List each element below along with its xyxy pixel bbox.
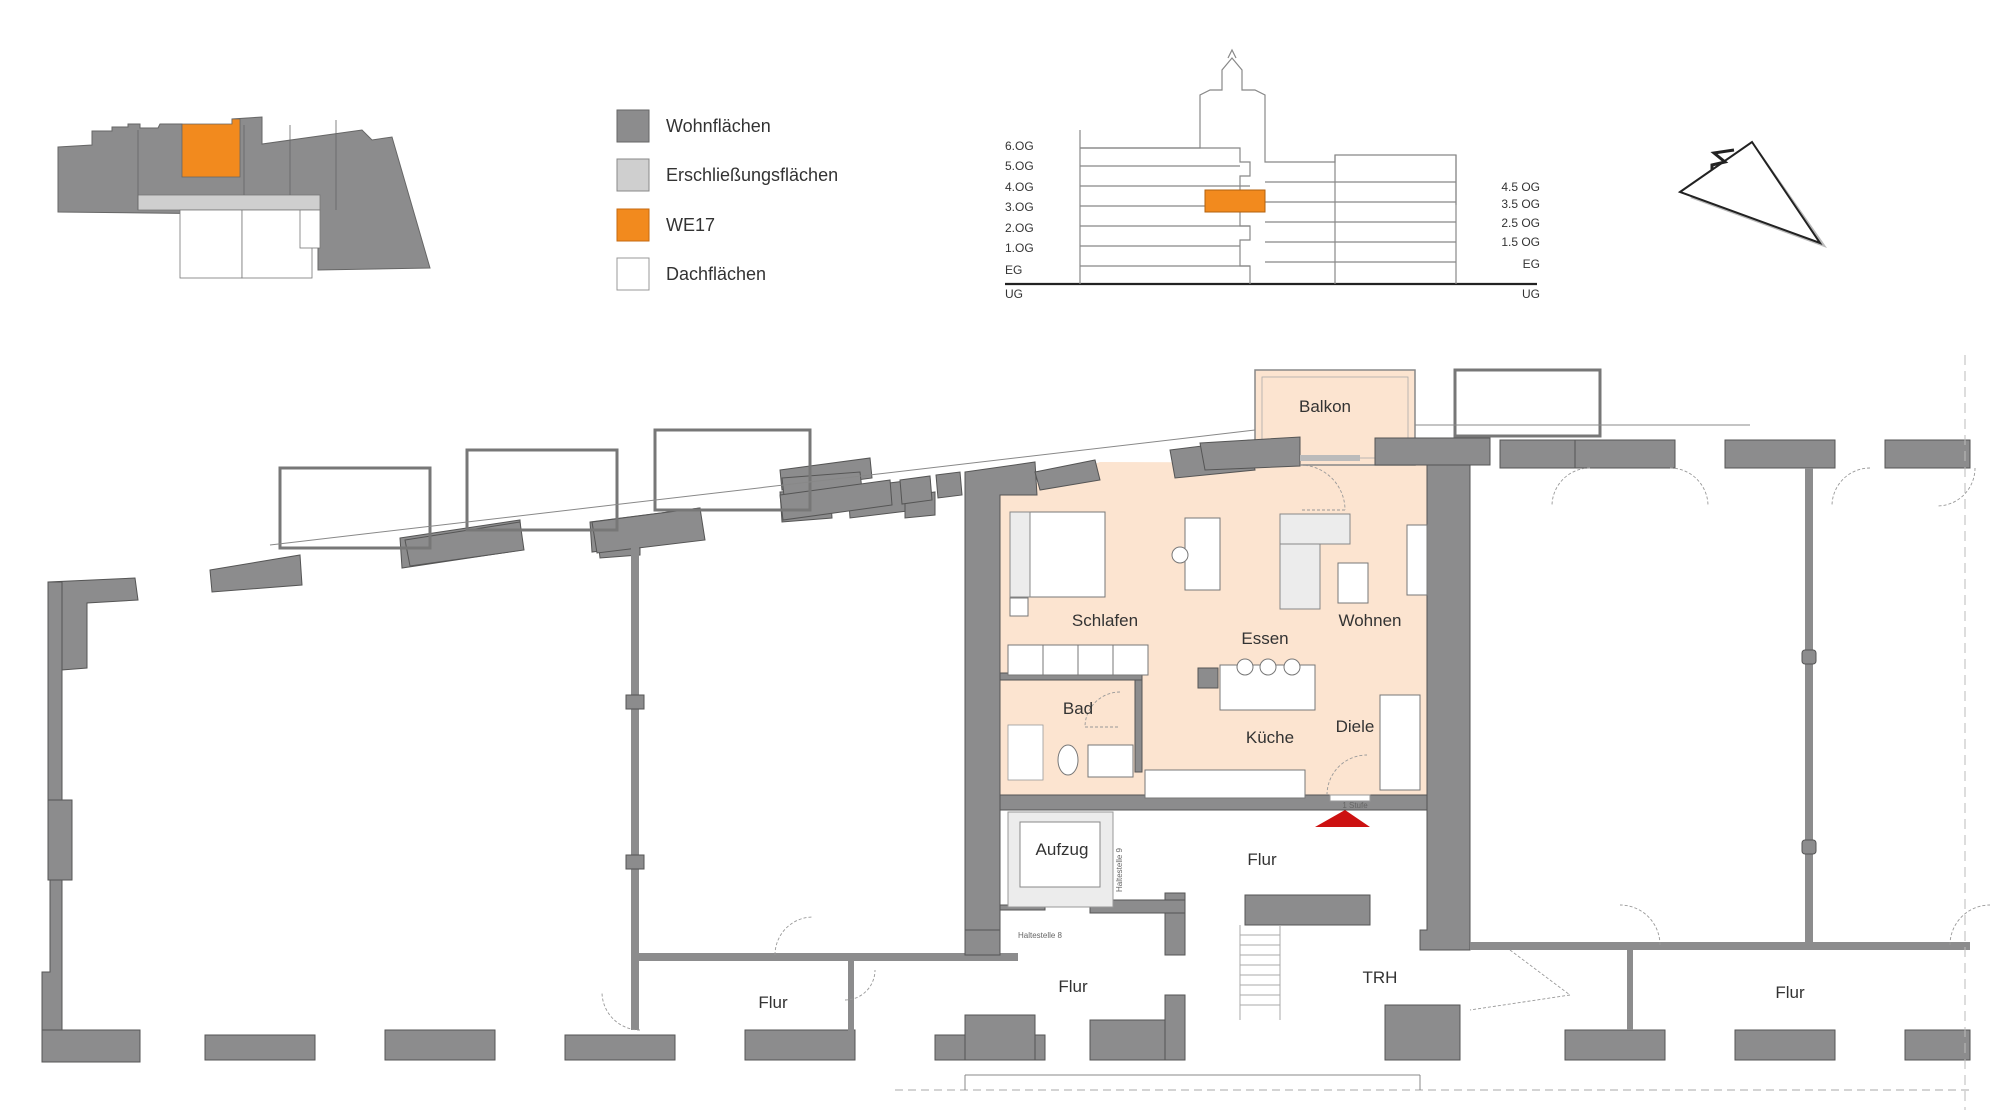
main-floor-plan xyxy=(41,355,1991,1110)
room-label-flur-right: Flur xyxy=(1775,983,1805,1002)
room-label-flur-main: Flur xyxy=(1247,850,1277,869)
room-label-aufzug: Aufzug xyxy=(1036,840,1089,859)
section-we17-marker xyxy=(1204,189,1266,213)
storage-cabinet xyxy=(1379,694,1421,791)
level-left-3og: 3.OG xyxy=(1005,200,1034,214)
level-left-4og: 4.OG xyxy=(1005,180,1034,194)
we17-marker xyxy=(181,118,241,178)
room-label-flur-left: Flur xyxy=(758,993,788,1012)
room-label-wohnen: Wohnen xyxy=(1338,611,1401,630)
legend: Wohnflächen Erschließungsflächen WE17 Da… xyxy=(616,109,838,291)
room-label-schlafen: Schlafen xyxy=(1072,611,1138,630)
room-label-trh: TRH xyxy=(1363,968,1398,987)
room-label-balkon: Balkon xyxy=(1299,397,1351,416)
level-right-15og: 1.5 OG xyxy=(1501,235,1540,249)
room-label-kueche: Küche xyxy=(1246,728,1294,747)
room-label-flur-center: Flur xyxy=(1058,977,1088,996)
level-left-6og: 6.OG xyxy=(1005,139,1034,153)
level-left-2og: 2.OG xyxy=(1005,221,1034,235)
level-right-ug: UG xyxy=(1522,287,1540,301)
level-left-ug: UG xyxy=(1005,287,1023,301)
kitchen-counter xyxy=(1144,769,1306,799)
room-label-diele: Diele xyxy=(1336,717,1375,736)
room-labels: Balkon Schlafen Essen Wohnen Bad Küche D… xyxy=(758,397,1805,1012)
level-left-eg: EG xyxy=(1005,263,1022,277)
section-diagram: 6.OG 5.OG 4.OG 3.OG 2.OG 1.OG EG UG 4.5 … xyxy=(1005,48,1540,301)
legend-swatch-erschliessung xyxy=(616,158,650,192)
level-right-35og: 3.5 OG xyxy=(1501,197,1540,211)
legend-label-wohnflaechen: Wohnflächen xyxy=(666,116,771,136)
legend-swatch-wohnflaechen xyxy=(616,109,650,143)
room-label-bad: Bad xyxy=(1063,699,1093,718)
room-label-essen: Essen xyxy=(1241,629,1288,648)
level-right-45og: 4.5 OG xyxy=(1501,180,1540,194)
level-left-1og: 1.OG xyxy=(1005,241,1034,255)
site-key-plan xyxy=(57,116,431,279)
legend-swatch-dachflaechen xyxy=(616,257,650,291)
annotation-haltestelle-8: Haltestelle 8 xyxy=(1018,931,1063,940)
north-arrow-icon xyxy=(1677,140,1827,248)
legend-label-erschliessung: Erschließungsflächen xyxy=(666,165,838,185)
annotation-stufe: 1 Stufe xyxy=(1342,801,1368,810)
entrance-marker-icon xyxy=(1315,810,1370,827)
legend-label-we17: WE17 xyxy=(666,215,715,235)
level-right-25og: 2.5 OG xyxy=(1501,216,1540,230)
level-right-eg: EG xyxy=(1523,257,1540,271)
legend-swatch-we17 xyxy=(616,208,650,242)
annotation-haltestelle-9: Haltestelle 9 xyxy=(1115,847,1124,892)
level-left-5og: 5.OG xyxy=(1005,159,1034,173)
desk xyxy=(1184,517,1221,591)
legend-label-dachflaechen: Dachflächen xyxy=(666,264,766,284)
